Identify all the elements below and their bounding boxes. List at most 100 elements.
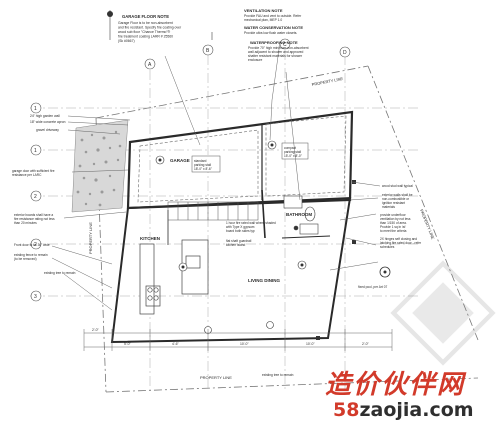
callout-exterior-walls: exterior walls shall be non-combustible … bbox=[382, 193, 413, 209]
grid-label-c: C bbox=[283, 42, 287, 48]
compact-parking-line-1: compact bbox=[284, 146, 296, 150]
callout-garage-door-line-1: garage door with sufficient fire bbox=[12, 169, 55, 173]
callout-exterior-walls-line-4: materials bbox=[382, 205, 395, 209]
dim-3: 4'-6" bbox=[172, 342, 180, 346]
garage-floor-note-title: GARAGE FLOOR NOTE bbox=[122, 14, 169, 19]
callout-underfloor-line-1: provide underfloor bbox=[380, 213, 407, 217]
callout-exterior-walls-line-1: exterior walls shall be bbox=[382, 193, 413, 197]
grid-row-5: 3 bbox=[34, 294, 37, 300]
callout-underfloor-line-4: Provide 1 sq in /sf bbox=[380, 225, 405, 229]
garage-floor-note-line-3: wood sub floor "Chance Thermo"® bbox=[118, 30, 171, 34]
callout-fire-door-line-1: 2X hinges self closing and bbox=[380, 237, 417, 241]
callout-flat-shaft-line-2: kitchen island bbox=[226, 243, 246, 247]
watermark-chinese: 造价伙伴网 bbox=[325, 370, 466, 400]
callout-fixed-pool: fixed pool, per Art 07 bbox=[358, 285, 387, 289]
callout-exterior-boards-line-2: fire resistance rating not less bbox=[14, 217, 55, 221]
garage-floor-note-line-2: and fire resistant. Specify fire coating… bbox=[118, 26, 182, 30]
garage-floor-note-line-1: Garage Floor is to be non-absorbent bbox=[118, 21, 173, 25]
callout-underfloor-ventilation: provide underfloor ventilation by not le… bbox=[380, 213, 411, 233]
waterproofing-title: WATERPROOFING NOTE bbox=[250, 40, 298, 45]
callout-underfloor-line-2: ventilation by not less bbox=[380, 217, 411, 221]
callout-fire-rated-door: 2X hinges self closing and latching fire… bbox=[380, 237, 422, 249]
grid-bubbles-left bbox=[30, 102, 42, 302]
callout-flat-shaft-line-1: flat shaft guardrail bbox=[226, 239, 252, 243]
callout-underfloor-line-5: to meet the criteria bbox=[380, 229, 407, 233]
top-note-leaders bbox=[164, 41, 301, 201]
grid-row-3: 2 bbox=[34, 194, 37, 200]
standard-parking-line-3: 18'-0" x 8'-6" bbox=[194, 167, 212, 171]
callout-garage-door-line-2: resistance per LARC bbox=[12, 173, 42, 177]
room-label-garage: GARAGE bbox=[170, 158, 190, 163]
room-label-living-dining: LIVING DINING bbox=[248, 278, 281, 283]
room-label-bathroom: BATHROOM bbox=[286, 212, 312, 217]
stair bbox=[167, 201, 259, 221]
callout-exterior-walls-line-2: non-combustible or bbox=[382, 197, 410, 201]
callout-fire-wall-line-3: board both sides typ bbox=[226, 229, 255, 233]
room-label-kitchen: KITCHEN bbox=[140, 236, 160, 241]
dim-2: 5'-0" bbox=[124, 342, 132, 346]
parking-label-boxes bbox=[191, 142, 309, 173]
standard-parking-label: standard parking stall 18'-0" x 8'-6" bbox=[194, 159, 212, 171]
dim-6: 2'-0" bbox=[362, 342, 370, 346]
callout-fire-wall-line-1: 1 hour fire rated wall where shaded bbox=[226, 221, 276, 225]
callout-existing-tree-left: existing tree to remain bbox=[44, 271, 76, 275]
section-marker bbox=[107, 10, 213, 40]
waterproofing-line-3: shatter resistant materials for shower bbox=[248, 54, 303, 58]
grid-bubbles-top bbox=[144, 38, 351, 70]
grid-label-b: B bbox=[206, 48, 210, 54]
kitchen-counters bbox=[139, 239, 209, 315]
callout-exterior-walls-line-3: ignition resistant bbox=[382, 201, 405, 205]
compact-parking-line-2: parking stall bbox=[284, 150, 301, 154]
callout-exterior-boards-line-3: than 20 minutes bbox=[14, 221, 37, 225]
watermark-url: 58zaojia.com bbox=[333, 399, 474, 421]
watermark-url-prefix: 58 bbox=[333, 399, 360, 421]
ventilation-note-line-2: mechanical plan, MEP 1.0 bbox=[244, 18, 282, 22]
dim-5: 10'-0" bbox=[306, 342, 315, 346]
property-line-top: PROPERTY LINE bbox=[311, 76, 344, 87]
waterproofing-line-2: wall adjacent to shower and approved bbox=[248, 50, 304, 54]
parking-stalls bbox=[137, 115, 347, 203]
callout-wood-stud-wall: wood stud wall typical bbox=[382, 184, 413, 188]
dimension-lines bbox=[83, 329, 393, 351]
callout-existing-fence-line-2: (to be removed) bbox=[14, 257, 37, 261]
callout-fire-door-line-3: schedules bbox=[380, 245, 395, 249]
property-line-left: PROPERTY LINE bbox=[88, 222, 93, 254]
water-conservation-line-1: Provide ultra low flush water closets. bbox=[244, 31, 297, 35]
watermark-logo-icon bbox=[390, 260, 496, 366]
callout-gravel-driveway: gravel driveway bbox=[36, 128, 59, 132]
grid-row-2: 1 bbox=[34, 148, 37, 154]
grid-label-a: A bbox=[148, 62, 152, 68]
bathroom-fixtures bbox=[283, 195, 319, 235]
callout-fire-rated-wall: 1 hour fire rated wall where shaded with… bbox=[226, 221, 277, 233]
callout-concrete-apron: 18" wide concrete apron bbox=[30, 120, 66, 124]
callout-exterior-boards: exterior boards shall have a fire resist… bbox=[14, 213, 55, 225]
garage-floor-note-line-5: (Sk #0667) bbox=[118, 39, 135, 43]
callout-garden-wall: 24" high garden wall bbox=[30, 114, 60, 118]
right-leaders bbox=[329, 181, 381, 271]
watermark-url-suffix: zaojia.com bbox=[359, 399, 474, 421]
callout-exterior-boards-line-1: exterior boards shall have a bbox=[14, 213, 53, 217]
grid-label-d: D bbox=[343, 50, 347, 56]
callout-garage-door: garage door with sufficient fire resista… bbox=[12, 169, 55, 177]
standard-parking-line-2: parking stall bbox=[194, 163, 211, 167]
ventilation-note-title: VENTILATION NOTE bbox=[244, 8, 283, 13]
grid-row-1: 1 bbox=[34, 106, 37, 112]
property-line-right: PROPERTY LINE bbox=[419, 209, 436, 241]
compact-parking-line-3: 15'-0" x 8'-0" bbox=[284, 154, 302, 158]
compact-parking-label: compact parking stall 15'-0" x 8'-0" bbox=[284, 146, 302, 158]
left-leaders bbox=[51, 115, 131, 311]
water-conservation-title: WATER CONSERVATION NOTE bbox=[244, 25, 303, 30]
callout-existing-fence: existing fence to remain (to be removed) bbox=[14, 253, 49, 261]
dim-4: 10'-0" bbox=[240, 342, 249, 346]
callout-existing-fence-line-1: existing fence to remain bbox=[14, 253, 48, 257]
callout-existing-tree-bottom: existing tree to remain bbox=[262, 373, 294, 377]
callout-underfloor-line-3: than 1/150 of area. bbox=[380, 221, 407, 225]
callout-fire-wall-line-2: with Type X gypsum bbox=[226, 225, 255, 229]
space-markers bbox=[155, 140, 307, 334]
callout-front-door: Front door to be 36" wide bbox=[14, 243, 50, 247]
waterproofing-line-1: Provide 70" high minimum non-absorbent bbox=[248, 46, 309, 50]
callout-fire-door-line-2: latching fire rated door - refer bbox=[380, 241, 422, 245]
post-markers bbox=[316, 180, 391, 340]
callout-flat-shaft: flat shaft guardrail kitchen island bbox=[226, 239, 252, 247]
